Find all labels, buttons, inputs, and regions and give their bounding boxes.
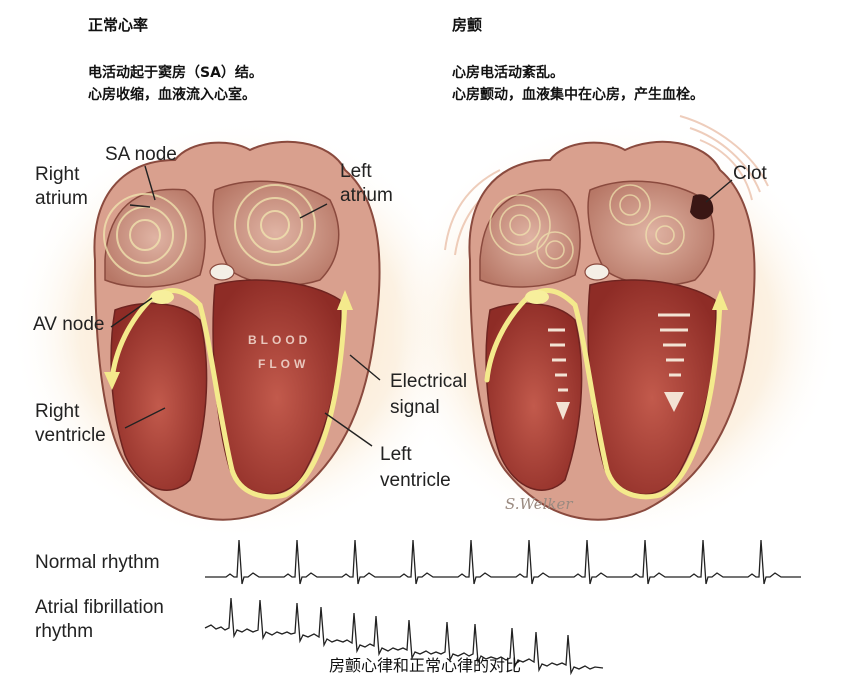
ecg-normal — [205, 540, 801, 584]
right-atrium-label-2: atrium — [35, 187, 88, 211]
electrical-signal-label-2: signal — [390, 396, 440, 420]
afib-rhythm-label-1: Atrial fibrillation — [35, 596, 164, 620]
figure-caption: 房颤心律和正常心律的对比 — [0, 652, 850, 676]
left-atrium-label-2: atrium — [340, 184, 393, 208]
blood-flow-label-2: FLOW — [258, 357, 309, 371]
left-ventricle-label-1: Left — [380, 443, 412, 467]
av-node-label: AV node — [33, 313, 104, 337]
right-ventricle-label-2: ventricle — [35, 424, 106, 448]
sa-node-label: SA node — [105, 143, 177, 167]
artist-signature: S.Welker — [505, 495, 573, 513]
right-atrium-label-1: Right — [35, 163, 79, 187]
clot-label: Clot — [733, 162, 767, 186]
electrical-signal-label-1: Electrical — [390, 370, 467, 394]
afib-rhythm-label-2: rhythm — [35, 620, 93, 644]
normal-rhythm-label: Normal rhythm — [35, 551, 160, 575]
left-atrium-label-1: Left — [340, 160, 372, 184]
right-ventricle-label-1: Right — [35, 400, 79, 424]
left-ventricle-label-2: ventricle — [380, 469, 451, 493]
blood-flow-label-1: BLOOD — [248, 333, 311, 347]
